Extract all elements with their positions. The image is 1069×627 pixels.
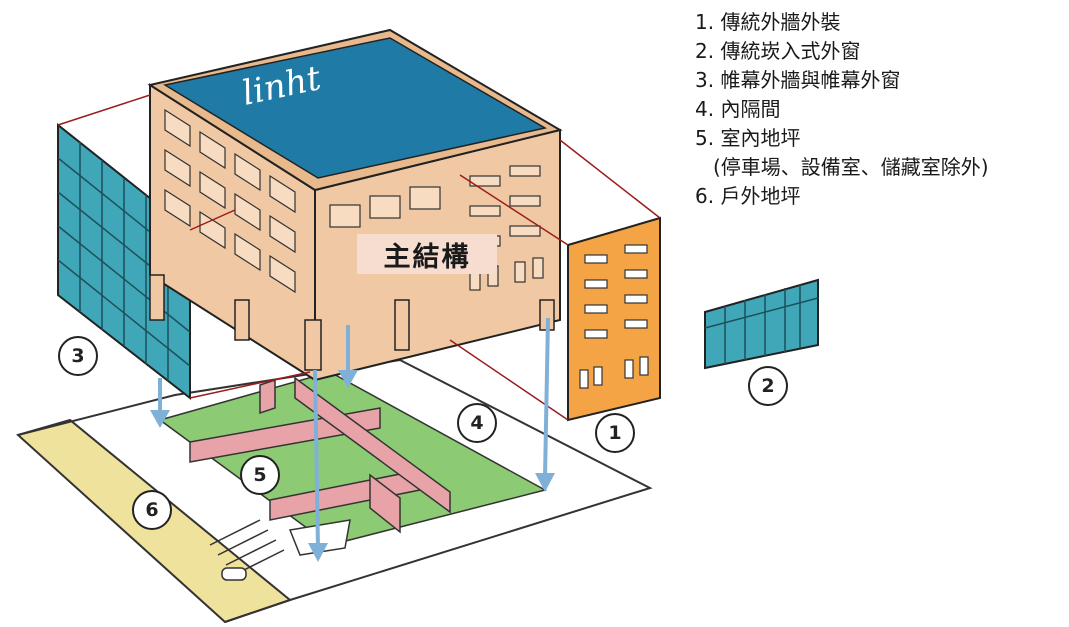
embedded-window [704, 278, 819, 370]
badge-6: 6 [132, 490, 172, 530]
badge-3: 3 [58, 336, 98, 376]
badge-2: 2 [748, 366, 788, 406]
badge-5: 5 [240, 455, 280, 495]
legend-item-6: 6. 戶外地坪 [695, 184, 801, 208]
traditional-facade-panel [567, 216, 661, 422]
curtain-wall-panel [57, 122, 191, 401]
main-structure-label: 主結構 [357, 234, 497, 274]
badge-1: 1 [595, 413, 635, 453]
main-building: linht [147, 28, 563, 382]
curb-line [69, 419, 291, 601]
placement-arrows [150, 317, 555, 562]
badge-4: 4 [457, 403, 497, 443]
building-columns [149, 274, 555, 371]
partition-walls [189, 376, 451, 534]
car-icon [221, 567, 247, 581]
ramp [288, 519, 351, 556]
parking-stripes [209, 519, 285, 576]
legend-item-3: 3. 帷幕外牆與帷幕外窗 [695, 68, 901, 92]
site-boundary [17, 358, 653, 623]
interior-floor [158, 371, 548, 556]
legend-item-5-note: (停車場、設備室、儲藏室除外) [713, 155, 989, 179]
legend-item-5: 5. 室內地坪 [695, 126, 801, 150]
legend-item-1: 1. 傳統外牆外裝 [695, 10, 841, 34]
left-face-windows [164, 108, 296, 294]
interior-floor-slab [158, 371, 548, 546]
legend-item-4: 4. 內隔間 [695, 97, 781, 121]
roof-surface [162, 37, 548, 179]
legend-item-2: 2. 傳統崁入式外窗 [695, 39, 861, 63]
legend: 1. 傳統外牆外裝 2. 傳統崁入式外窗 3. 帷幕外牆與帷幕外窗 4. 內隔間… [695, 8, 989, 211]
